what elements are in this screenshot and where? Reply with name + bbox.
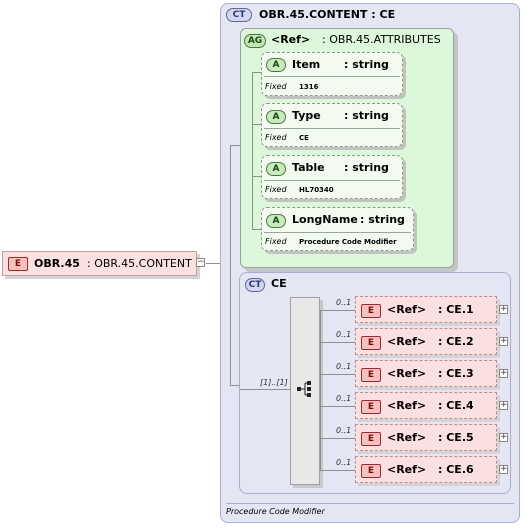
attribute-badge: A: [266, 162, 286, 176]
connector: [230, 145, 240, 146]
expand-toggle[interactable]: +: [499, 400, 508, 410]
fixed-label: Fixed: [265, 82, 287, 91]
connector: [320, 438, 355, 439]
connector: [320, 406, 355, 407]
child-name: : CE.3: [438, 367, 474, 380]
element-badge: E: [361, 464, 381, 478]
attribute-badge: A: [266, 58, 286, 72]
element-badge: E: [361, 336, 381, 350]
root-element-obr45[interactable]: E OBR.45 : OBR.45.CONTENT: [2, 251, 197, 276]
child-element-ce1[interactable]: E <Ref> : CE.1: [355, 296, 497, 323]
documentation-text: Procedure Code Modifier: [226, 507, 325, 516]
attribute-item[interactable]: A Item : string Fixed 1316: [261, 52, 403, 96]
attribute-badge: A: [266, 110, 286, 124]
child-ref: <Ref>: [387, 367, 427, 380]
connector: [252, 72, 262, 73]
child-ref: <Ref>: [387, 399, 427, 412]
expand-toggle[interactable]: +: [499, 464, 508, 474]
attribute-divider: [264, 128, 400, 129]
attribute-type: : string: [344, 161, 389, 174]
connector: [252, 229, 262, 230]
occurrence-label: 0..1: [336, 362, 352, 371]
connector: [320, 310, 355, 311]
fixed-value: HL70340: [299, 186, 334, 194]
child-element-ce6[interactable]: E <Ref> : CE.6: [355, 456, 497, 483]
connector: [240, 389, 290, 390]
fixed-value: Procedure Code Modifier: [299, 238, 397, 246]
root-element-type: : OBR.45.CONTENT: [87, 257, 192, 270]
child-element-ce3[interactable]: E <Ref> : CE.3: [355, 360, 497, 387]
connector: [230, 385, 240, 386]
attribute-type-entry[interactable]: A Type : string Fixed CE: [261, 103, 403, 147]
element-badge: E: [361, 400, 381, 414]
child-element-ce5[interactable]: E <Ref> : CE.5: [355, 424, 497, 451]
expand-toggle[interactable]: +: [499, 368, 508, 378]
attribute-divider: [264, 76, 400, 77]
attribute-table[interactable]: A Table : string Fixed HL70340: [261, 155, 403, 199]
connector: [206, 263, 220, 264]
content-type-title: OBR.45.CONTENT : CE: [259, 8, 396, 21]
connector: [252, 72, 253, 230]
expand-toggle[interactable]: +: [499, 432, 508, 442]
child-ref: <Ref>: [387, 431, 427, 444]
connector: [320, 310, 321, 470]
connector: [230, 145, 231, 385]
complex-type-name: CE: [271, 277, 287, 290]
ag-badge: AG: [244, 34, 266, 48]
fixed-label: Fixed: [265, 237, 287, 246]
connector: [320, 342, 355, 343]
attribute-badge: A: [266, 214, 286, 228]
child-element-ce4[interactable]: E <Ref> : CE.4: [355, 392, 497, 419]
connector: [252, 176, 262, 177]
child-name: : CE.4: [438, 399, 474, 412]
element-badge: E: [361, 304, 381, 318]
attribute-type: : string: [360, 213, 405, 226]
attribute-name: Type: [292, 109, 321, 122]
fixed-value: 1316: [299, 83, 319, 91]
attribute-longname[interactable]: A LongName : string Fixed Procedure Code…: [261, 207, 414, 251]
element-badge: E: [361, 368, 381, 382]
fixed-value: CE: [299, 134, 309, 142]
child-element-ce2[interactable]: E <Ref> : CE.2: [355, 328, 497, 355]
documentation-divider: [226, 503, 514, 504]
attribute-type: : string: [344, 58, 389, 71]
attribute-group-ref: <Ref>: [271, 33, 311, 46]
fixed-label: Fixed: [265, 185, 287, 194]
attribute-name: LongName: [292, 213, 358, 226]
sequence-icon: [297, 381, 311, 397]
occurrence-label: 0..1: [336, 298, 352, 307]
fixed-label: Fixed: [265, 133, 287, 142]
ct-badge: CT: [226, 8, 252, 22]
connector: [252, 124, 262, 125]
attribute-name: Table: [292, 161, 325, 174]
occurrence-label: 0..1: [336, 458, 352, 467]
child-ref: <Ref>: [387, 335, 427, 348]
child-name: : CE.1: [438, 303, 474, 316]
occurrence-label: 0..1: [336, 330, 352, 339]
attribute-name: Item: [292, 58, 321, 71]
root-element-name: OBR.45: [34, 257, 80, 270]
child-name: : CE.2: [438, 335, 474, 348]
attribute-divider: [264, 232, 411, 233]
occurrence-label: 0..1: [336, 394, 352, 403]
connector: [320, 374, 355, 375]
child-ref: <Ref>: [387, 303, 427, 316]
element-badge: E: [8, 257, 28, 271]
expand-toggle[interactable]: +: [499, 304, 508, 314]
root-expand-toggle[interactable]: −: [196, 257, 205, 267]
connector: [320, 470, 355, 471]
occurrence-label: [1]..[1]: [260, 378, 288, 387]
child-name: : CE.6: [438, 463, 474, 476]
attribute-type: : string: [344, 109, 389, 122]
child-name: : CE.5: [438, 431, 474, 444]
attribute-group-name: : OBR.45.ATTRIBUTES: [322, 33, 441, 46]
ct-badge: CT: [245, 278, 265, 292]
element-badge: E: [361, 432, 381, 446]
expand-toggle[interactable]: +: [499, 336, 508, 346]
attribute-divider: [264, 180, 400, 181]
occurrence-label: 0..1: [336, 426, 352, 435]
child-ref: <Ref>: [387, 463, 427, 476]
